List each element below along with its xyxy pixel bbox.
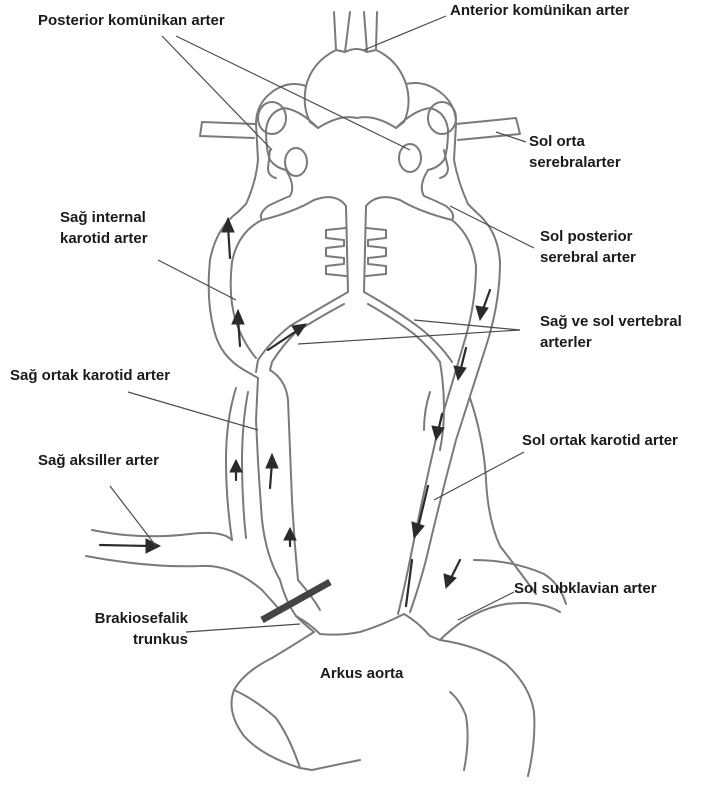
label-anterior-communicating-artery: Anterior komünikan arter (450, 0, 629, 21)
label-right-internal-carotid-artery: Sağ internal karotid arter (60, 207, 148, 249)
flow-arrow-head (444, 574, 456, 588)
leader-right-axillary (110, 486, 156, 546)
label-left-middle-cerebral-artery: Sol orta serebralarter (529, 131, 621, 173)
flow-arrow-head (454, 366, 466, 380)
label-right-axillary-artery: Sağ aksiller arter (38, 450, 159, 471)
leader-brachiocephalic (186, 624, 300, 632)
label-posterior-communicating-artery: Posterior komünikan arter (38, 10, 225, 31)
vertebral-arteries (256, 292, 452, 372)
leader-posterior-comm-right (162, 36, 272, 150)
leader-left-pca (450, 206, 534, 248)
leader-posterior-comm-left (176, 36, 410, 150)
flow-arrow-head (412, 522, 424, 538)
flow-arrow (100, 545, 150, 546)
flow-arrow-head (476, 306, 488, 320)
label-vertebral-arteries: Sağ ve sol vertebral arterler (540, 311, 682, 353)
label-left-posterior-cerebral-artery: Sol posterior serebral arter (540, 226, 636, 268)
flow-arrow-head (146, 539, 160, 553)
label-aortic-arch: Arkus aorta (320, 663, 403, 684)
flow-arrow-head (266, 454, 278, 468)
basilar-system (261, 170, 453, 292)
circle-of-willis (200, 12, 520, 212)
label-brachiocephalic-trunk: Brakiosefalik trunkus (72, 608, 188, 650)
label-right-common-carotid-artery: Sağ ortak karotid arter (10, 365, 170, 386)
leader-lines (110, 16, 534, 632)
leader-right-cca (128, 392, 258, 430)
flow-arrow-head (230, 460, 242, 472)
label-left-common-carotid-artery: Sol ortak karotid arter (522, 430, 678, 451)
aortic-arch-shape (232, 614, 535, 776)
leader-left-mca (496, 132, 526, 142)
left-carotid-vessels (398, 212, 566, 640)
leader-right-ica (158, 260, 236, 300)
right-carotid-vessels (86, 212, 320, 632)
label-left-subclavian-artery: Sol subklavian arter (514, 578, 657, 599)
leader-left-subclavian (458, 592, 514, 620)
